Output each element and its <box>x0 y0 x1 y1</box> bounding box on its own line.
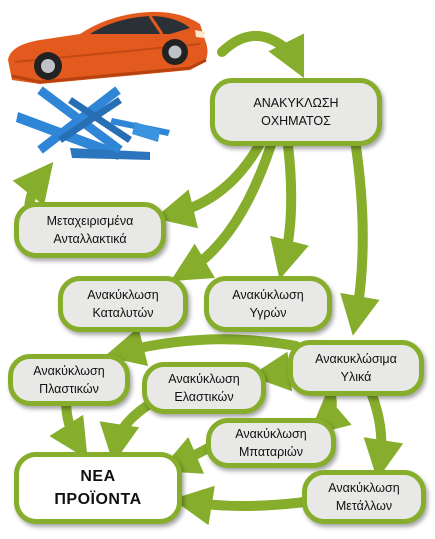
arrow-recyclables-to-plastics <box>104 327 301 367</box>
arrow-metals-to-new-products <box>172 485 310 526</box>
arrow-recycling-to-recyclables <box>340 135 380 336</box>
node-new-products: ΝΕΑ ΠΡΟΪΟΝΤΑ <box>14 452 182 524</box>
node-catalysts: Ανακύκλωση Καταλυτών <box>58 276 188 332</box>
node-metals-label: Ανακύκλωση Μετάλλων <box>328 480 400 513</box>
node-fluids-label: Ανακύκλωση Υγρών <box>232 287 304 320</box>
node-recyclables-label: Ανακυκλώσιμα Υλικά <box>315 351 397 384</box>
arrow-recycling-to-fluids <box>270 140 309 280</box>
node-plastics-label: Ανακύκλωση Πλαστικών <box>33 363 105 396</box>
arrow-recyclables-to-metals <box>363 390 404 480</box>
node-rubber-label: Ανακύκλωση Ελαστικών <box>168 371 240 404</box>
node-vehicle-recycling: ΑΝΑΚΥΚΛΩΣΗ ΟΧΗΜΑΤΟΣ <box>210 78 382 146</box>
arrow-recycling-to-used-parts <box>154 135 267 229</box>
node-batteries: Ανακύκλωση Μπαταριών <box>206 418 336 468</box>
node-plastics: Ανακύκλωση Πλαστικών <box>8 354 130 406</box>
node-new-products-label: ΝΕΑ ΠΡΟΪΟΝΤΑ <box>54 467 142 508</box>
node-used-parts: Μεταχειρισμένα Ανταλλακτικά <box>14 202 166 258</box>
arrow-plastics-to-new-products <box>49 395 88 460</box>
node-used-parts-label: Μεταχειρισμένα Ανταλλακτικά <box>46 213 134 246</box>
node-vehicle-recycling-label: ΑΝΑΚΥΚΛΩΣΗ ΟΧΗΜΑΤΟΣ <box>253 95 339 128</box>
arrow-car-to-recycling <box>217 30 305 79</box>
node-metals: Ανακύκλωση Μετάλλων <box>302 470 426 524</box>
arrow-recycling-to-catalysts <box>170 137 277 282</box>
node-rubber: Ανακύκλωση Ελαστικών <box>142 362 266 414</box>
node-fluids: Ανακύκλωση Υγρών <box>204 276 332 332</box>
node-recyclables: Ανακυκλώσιμα Υλικά <box>288 340 424 396</box>
node-catalysts-label: Ανακύκλωση Καταλυτών <box>87 287 159 320</box>
car-lift-illustration <box>8 11 208 160</box>
node-batteries-label: Ανακύκλωση Μπαταριών <box>235 426 307 459</box>
